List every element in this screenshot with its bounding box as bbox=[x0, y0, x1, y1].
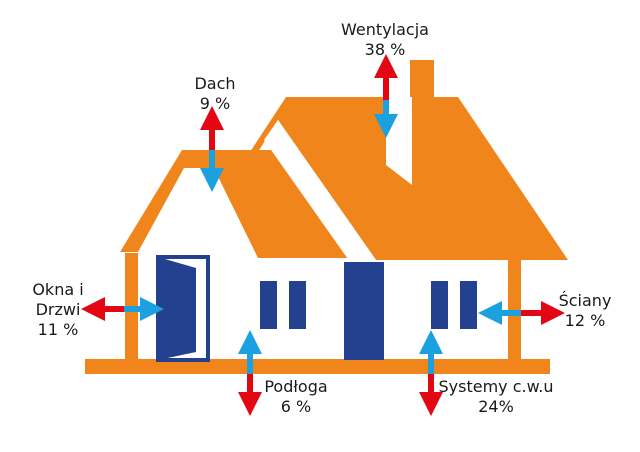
label-sciany-value: 12 % bbox=[564, 311, 606, 330]
label-podloga: Podłoga 6 % bbox=[256, 377, 336, 417]
left-roof-fill bbox=[205, 150, 346, 258]
window-left-b bbox=[289, 281, 306, 329]
label-podloga-name: Podłoga bbox=[264, 377, 328, 396]
label-okna-drzwi: Okna i Drzwi 11 % bbox=[18, 280, 98, 340]
label-cwu-value: 24% bbox=[478, 397, 514, 416]
window-right-a bbox=[431, 281, 448, 329]
label-cwu-name: Systemy c.w.u bbox=[438, 377, 554, 396]
open-door bbox=[158, 257, 196, 360]
label-sciany: Ściany 12 % bbox=[545, 291, 625, 331]
window-left-a bbox=[260, 281, 277, 329]
label-okna-line2: Drzwi bbox=[35, 300, 81, 319]
center-door bbox=[344, 262, 384, 360]
label-wentylacja-value: 38 % bbox=[364, 40, 406, 59]
label-dach: Dach 9 % bbox=[175, 74, 255, 114]
window-right-b bbox=[460, 281, 477, 329]
label-cwu: Systemy c.w.u 24% bbox=[436, 377, 556, 417]
label-okna-line1: Okna i bbox=[32, 280, 84, 299]
label-podloga-value: 6 % bbox=[280, 397, 312, 416]
label-dach-name: Dach bbox=[194, 74, 236, 93]
ground-line bbox=[85, 359, 550, 374]
label-wentylacja: Wentylacja 38 % bbox=[330, 20, 440, 60]
label-okna-value: 11 % bbox=[37, 320, 79, 339]
right-wall bbox=[508, 253, 521, 361]
label-dach-value: 9 % bbox=[199, 94, 231, 113]
label-wentylacja-name: Wentylacja bbox=[341, 20, 429, 39]
label-sciany-name: Ściany bbox=[558, 291, 612, 310]
main-gable bbox=[264, 120, 376, 262]
